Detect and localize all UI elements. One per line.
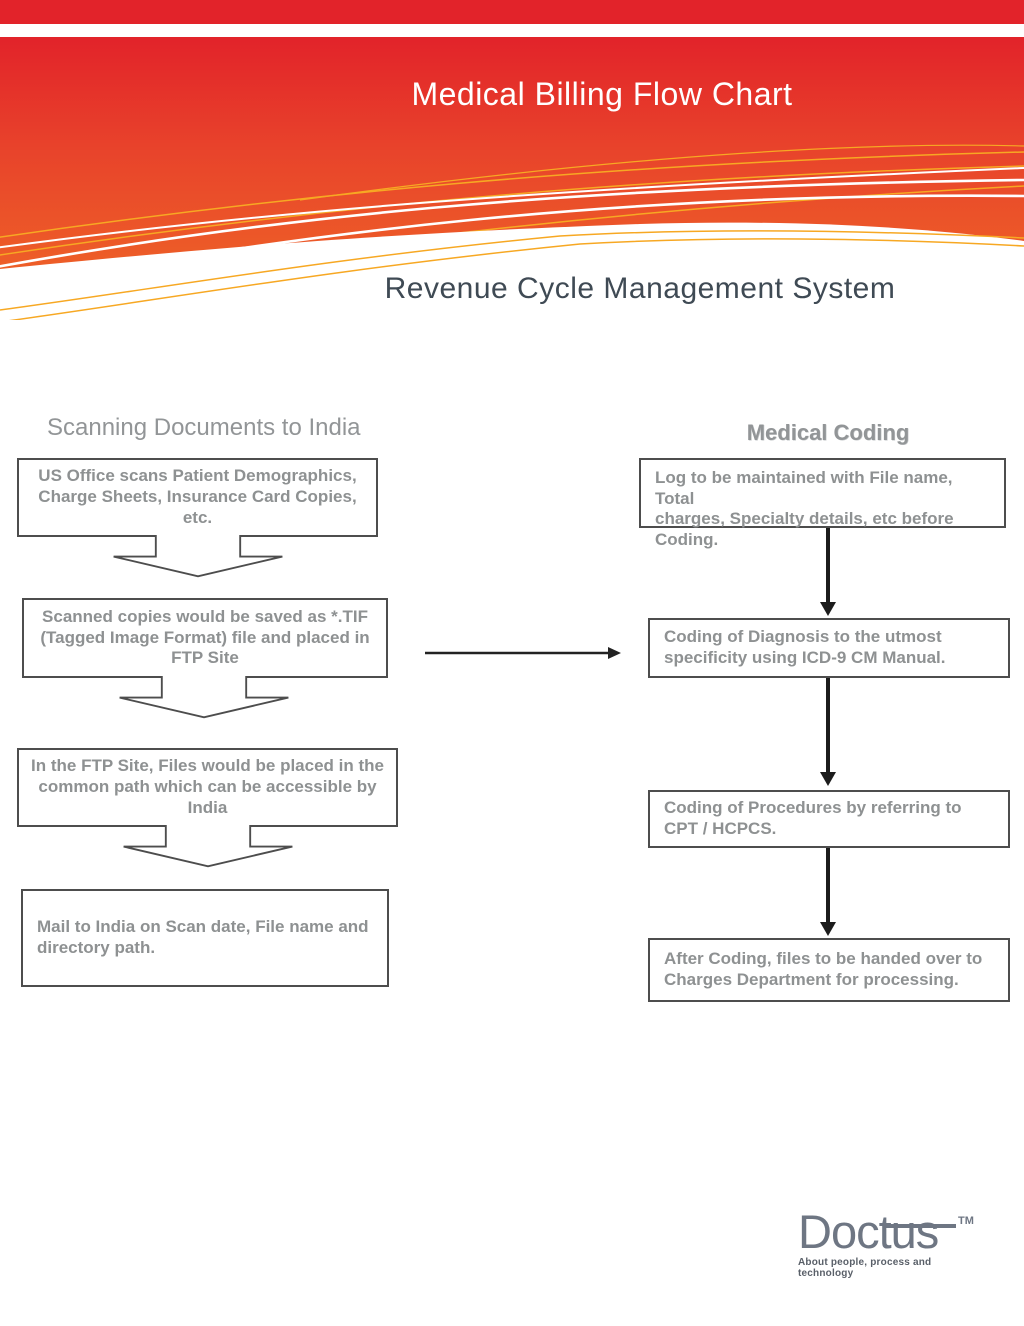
doctus-logo-wordmark: Doctus TM bbox=[798, 1208, 983, 1255]
arrow-down-icon bbox=[820, 848, 836, 936]
down-block-arrow-icon bbox=[119, 676, 289, 719]
doctus-logo-bar bbox=[884, 1224, 956, 1228]
arrow-down-icon bbox=[820, 678, 836, 786]
right-column-heading: Medical Coding bbox=[746, 420, 910, 445]
arrow-right-icon bbox=[425, 647, 621, 659]
white-swoosh bbox=[0, 222, 1024, 320]
down-block-arrow-icon bbox=[113, 535, 283, 578]
flow-box-text: Scanned copies would be saved as *.TIF(T… bbox=[40, 606, 370, 668]
flow-box-scan-demographics: US Office scans Patient Demographics,Cha… bbox=[17, 458, 378, 537]
flow-box-log-maintained: Log to be maintained with File name, Tot… bbox=[639, 458, 1006, 549]
flow-box-text: After Coding, files to be handed over to… bbox=[664, 949, 983, 989]
doctus-logo: Doctus TM About people, process and tech… bbox=[798, 1208, 983, 1279]
flow-box-text: In the FTP Site, Files would be placed i… bbox=[31, 756, 384, 817]
flow-box-text: US Office scans Patient Demographics,Cha… bbox=[38, 466, 357, 527]
down-block-arrow-icon bbox=[123, 825, 293, 868]
doctus-logo-text: Doctus bbox=[798, 1205, 939, 1258]
white-stripe bbox=[0, 24, 1024, 37]
doctus-logo-tagline: About people, process and technology bbox=[798, 1257, 932, 1279]
flow-box-text: Mail to India on Scan date, File name an… bbox=[37, 917, 369, 957]
arrow-down-icon bbox=[820, 528, 836, 616]
page-subtitle: Revenue Cycle Management System bbox=[384, 272, 896, 305]
header-band bbox=[0, 0, 1024, 320]
left-column-heading: Scanning Documents to India bbox=[47, 414, 361, 441]
trademark-symbol: TM bbox=[958, 1215, 974, 1227]
flow-box-ftp-common-path: In the FTP Site, Files would be placed i… bbox=[17, 748, 398, 827]
flow-box-mail-to-india: Mail to India on Scan date, File name an… bbox=[21, 889, 389, 987]
flow-box-saved-tif: Scanned copies would be saved as *.TIF(T… bbox=[22, 598, 388, 678]
page-title: Medical Billing Flow Chart bbox=[411, 76, 793, 112]
top-red-bar bbox=[0, 0, 1024, 24]
flow-box-after-coding: After Coding, files to be handed over to… bbox=[648, 938, 1010, 1002]
corner-swoosh-lines bbox=[0, 230, 1024, 320]
flow-box-text: Log to be maintained with File name, Tot… bbox=[655, 468, 954, 550]
